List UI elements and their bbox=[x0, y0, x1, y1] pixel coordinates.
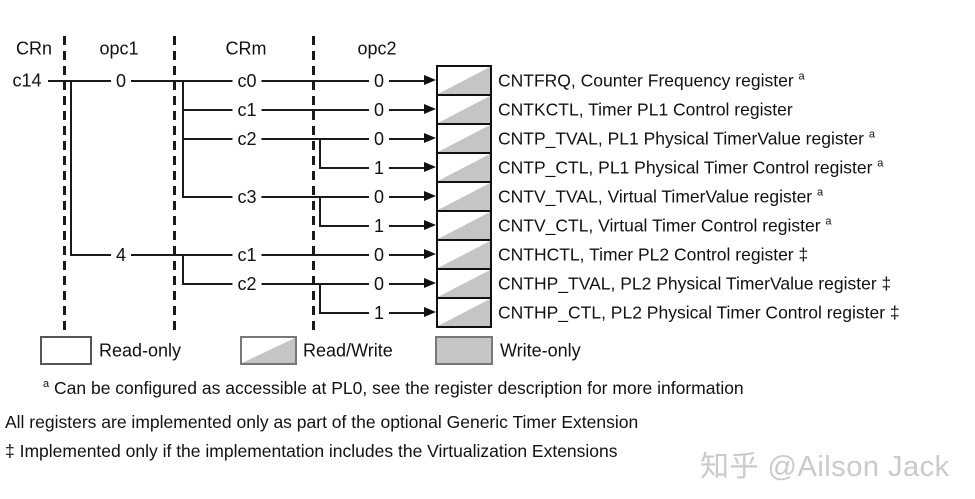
crm-value: c2 bbox=[232, 128, 262, 149]
crm-value: c3 bbox=[232, 186, 262, 207]
column-header-opc1: opc1 bbox=[99, 38, 139, 59]
legend-label-read-only: Read-only bbox=[99, 340, 182, 360]
column-header-crn: CRn bbox=[15, 38, 53, 59]
opc2-value: 0 bbox=[368, 186, 390, 207]
register-label: CNTHP_TVAL, PL2 Physical TimerValue regi… bbox=[498, 273, 892, 293]
arrow-icon bbox=[424, 249, 436, 259]
arrow-icon bbox=[424, 162, 436, 172]
access-box-read-write bbox=[436, 181, 492, 212]
access-box-read-write bbox=[436, 268, 492, 299]
register-label: CNTFRQ, Counter Frequency register a bbox=[498, 70, 805, 90]
connector-horizontal bbox=[182, 195, 427, 198]
note-generic-timer: All registers are implemented only as pa… bbox=[5, 412, 639, 432]
register-label: CNTP_CTL, PL1 Physical Timer Control reg… bbox=[498, 157, 884, 177]
connector-vertical bbox=[319, 137, 321, 169]
watermark: 知乎 @Ailson Jack bbox=[700, 451, 950, 483]
access-box-read-write bbox=[436, 94, 492, 125]
opc1-value: 0 bbox=[110, 70, 132, 91]
access-box-read-write bbox=[436, 297, 492, 328]
crm-value: c0 bbox=[232, 70, 262, 91]
access-box-read-write bbox=[436, 123, 492, 154]
arrow-icon bbox=[424, 220, 436, 230]
legend-swatch-read-only bbox=[40, 336, 92, 365]
register-label: CNTV_TVAL, Virtual TimerValue register a bbox=[498, 186, 824, 206]
opc2-value: 0 bbox=[368, 70, 390, 91]
connector-vertical bbox=[319, 282, 321, 314]
access-box-read-write bbox=[436, 65, 492, 96]
arrow-icon bbox=[424, 133, 436, 143]
opc2-value: 0 bbox=[368, 128, 390, 149]
footnote-a-marker: a bbox=[43, 378, 50, 391]
connector-vertical bbox=[182, 253, 184, 285]
access-box-read-write bbox=[436, 152, 492, 183]
access-box-read-write bbox=[436, 239, 492, 270]
crm-value: c1 bbox=[232, 99, 262, 120]
opc2-value: 0 bbox=[368, 244, 390, 265]
opc2-value: 1 bbox=[368, 302, 390, 323]
register-label: CNTP_TVAL, PL1 Physical TimerValue regis… bbox=[498, 128, 876, 148]
crm-value: c1 bbox=[232, 244, 262, 265]
opc2-value: 1 bbox=[368, 157, 390, 178]
connector-horizontal bbox=[182, 282, 427, 285]
legend-label-read-write: Read/Write bbox=[303, 340, 393, 360]
crm-value: c2 bbox=[232, 273, 262, 294]
footnote-a-text: Can be configured as accessible at PL0, … bbox=[54, 378, 744, 398]
column-header-crm: CRm bbox=[225, 38, 267, 59]
crn-root-value: c14 bbox=[12, 70, 42, 90]
legend-swatch-write-only bbox=[435, 336, 493, 365]
arrow-icon bbox=[424, 191, 436, 201]
column-separator-3 bbox=[312, 36, 315, 332]
arrow-icon bbox=[424, 278, 436, 288]
note-virtualization: ‡ Implemented only if the implementation… bbox=[5, 441, 618, 461]
connector-vertical bbox=[70, 79, 72, 256]
opc2-value: 0 bbox=[368, 273, 390, 294]
register-label: CNTHP_CTL, PL2 Physical Timer Control re… bbox=[498, 302, 900, 322]
connector-vertical bbox=[319, 195, 321, 227]
opc2-value: 1 bbox=[368, 215, 390, 236]
arrow-icon bbox=[424, 75, 436, 85]
arrow-icon bbox=[424, 307, 436, 317]
column-header-opc2: opc2 bbox=[357, 38, 397, 59]
connector-horizontal bbox=[182, 108, 427, 111]
arrow-icon bbox=[424, 104, 436, 114]
connector-horizontal bbox=[182, 137, 427, 140]
opc2-value: 0 bbox=[368, 99, 390, 120]
register-label: CNTKCTL, Timer PL1 Control register bbox=[498, 99, 793, 119]
footnote-a: a Can be configured as accessible at PL0… bbox=[43, 378, 744, 399]
column-separator-2 bbox=[173, 36, 176, 332]
legend-label-write-only: Write-only bbox=[500, 340, 581, 360]
opc1-value: 4 bbox=[110, 244, 132, 265]
access-box-read-write bbox=[436, 210, 492, 241]
register-label: CNTHCTL, Timer PL2 Control register ‡ bbox=[498, 244, 809, 264]
legend-swatch-read-write bbox=[240, 336, 297, 365]
register-label: CNTV_CTL, Virtual Timer Control register… bbox=[498, 215, 832, 235]
column-separator-1 bbox=[63, 36, 66, 332]
